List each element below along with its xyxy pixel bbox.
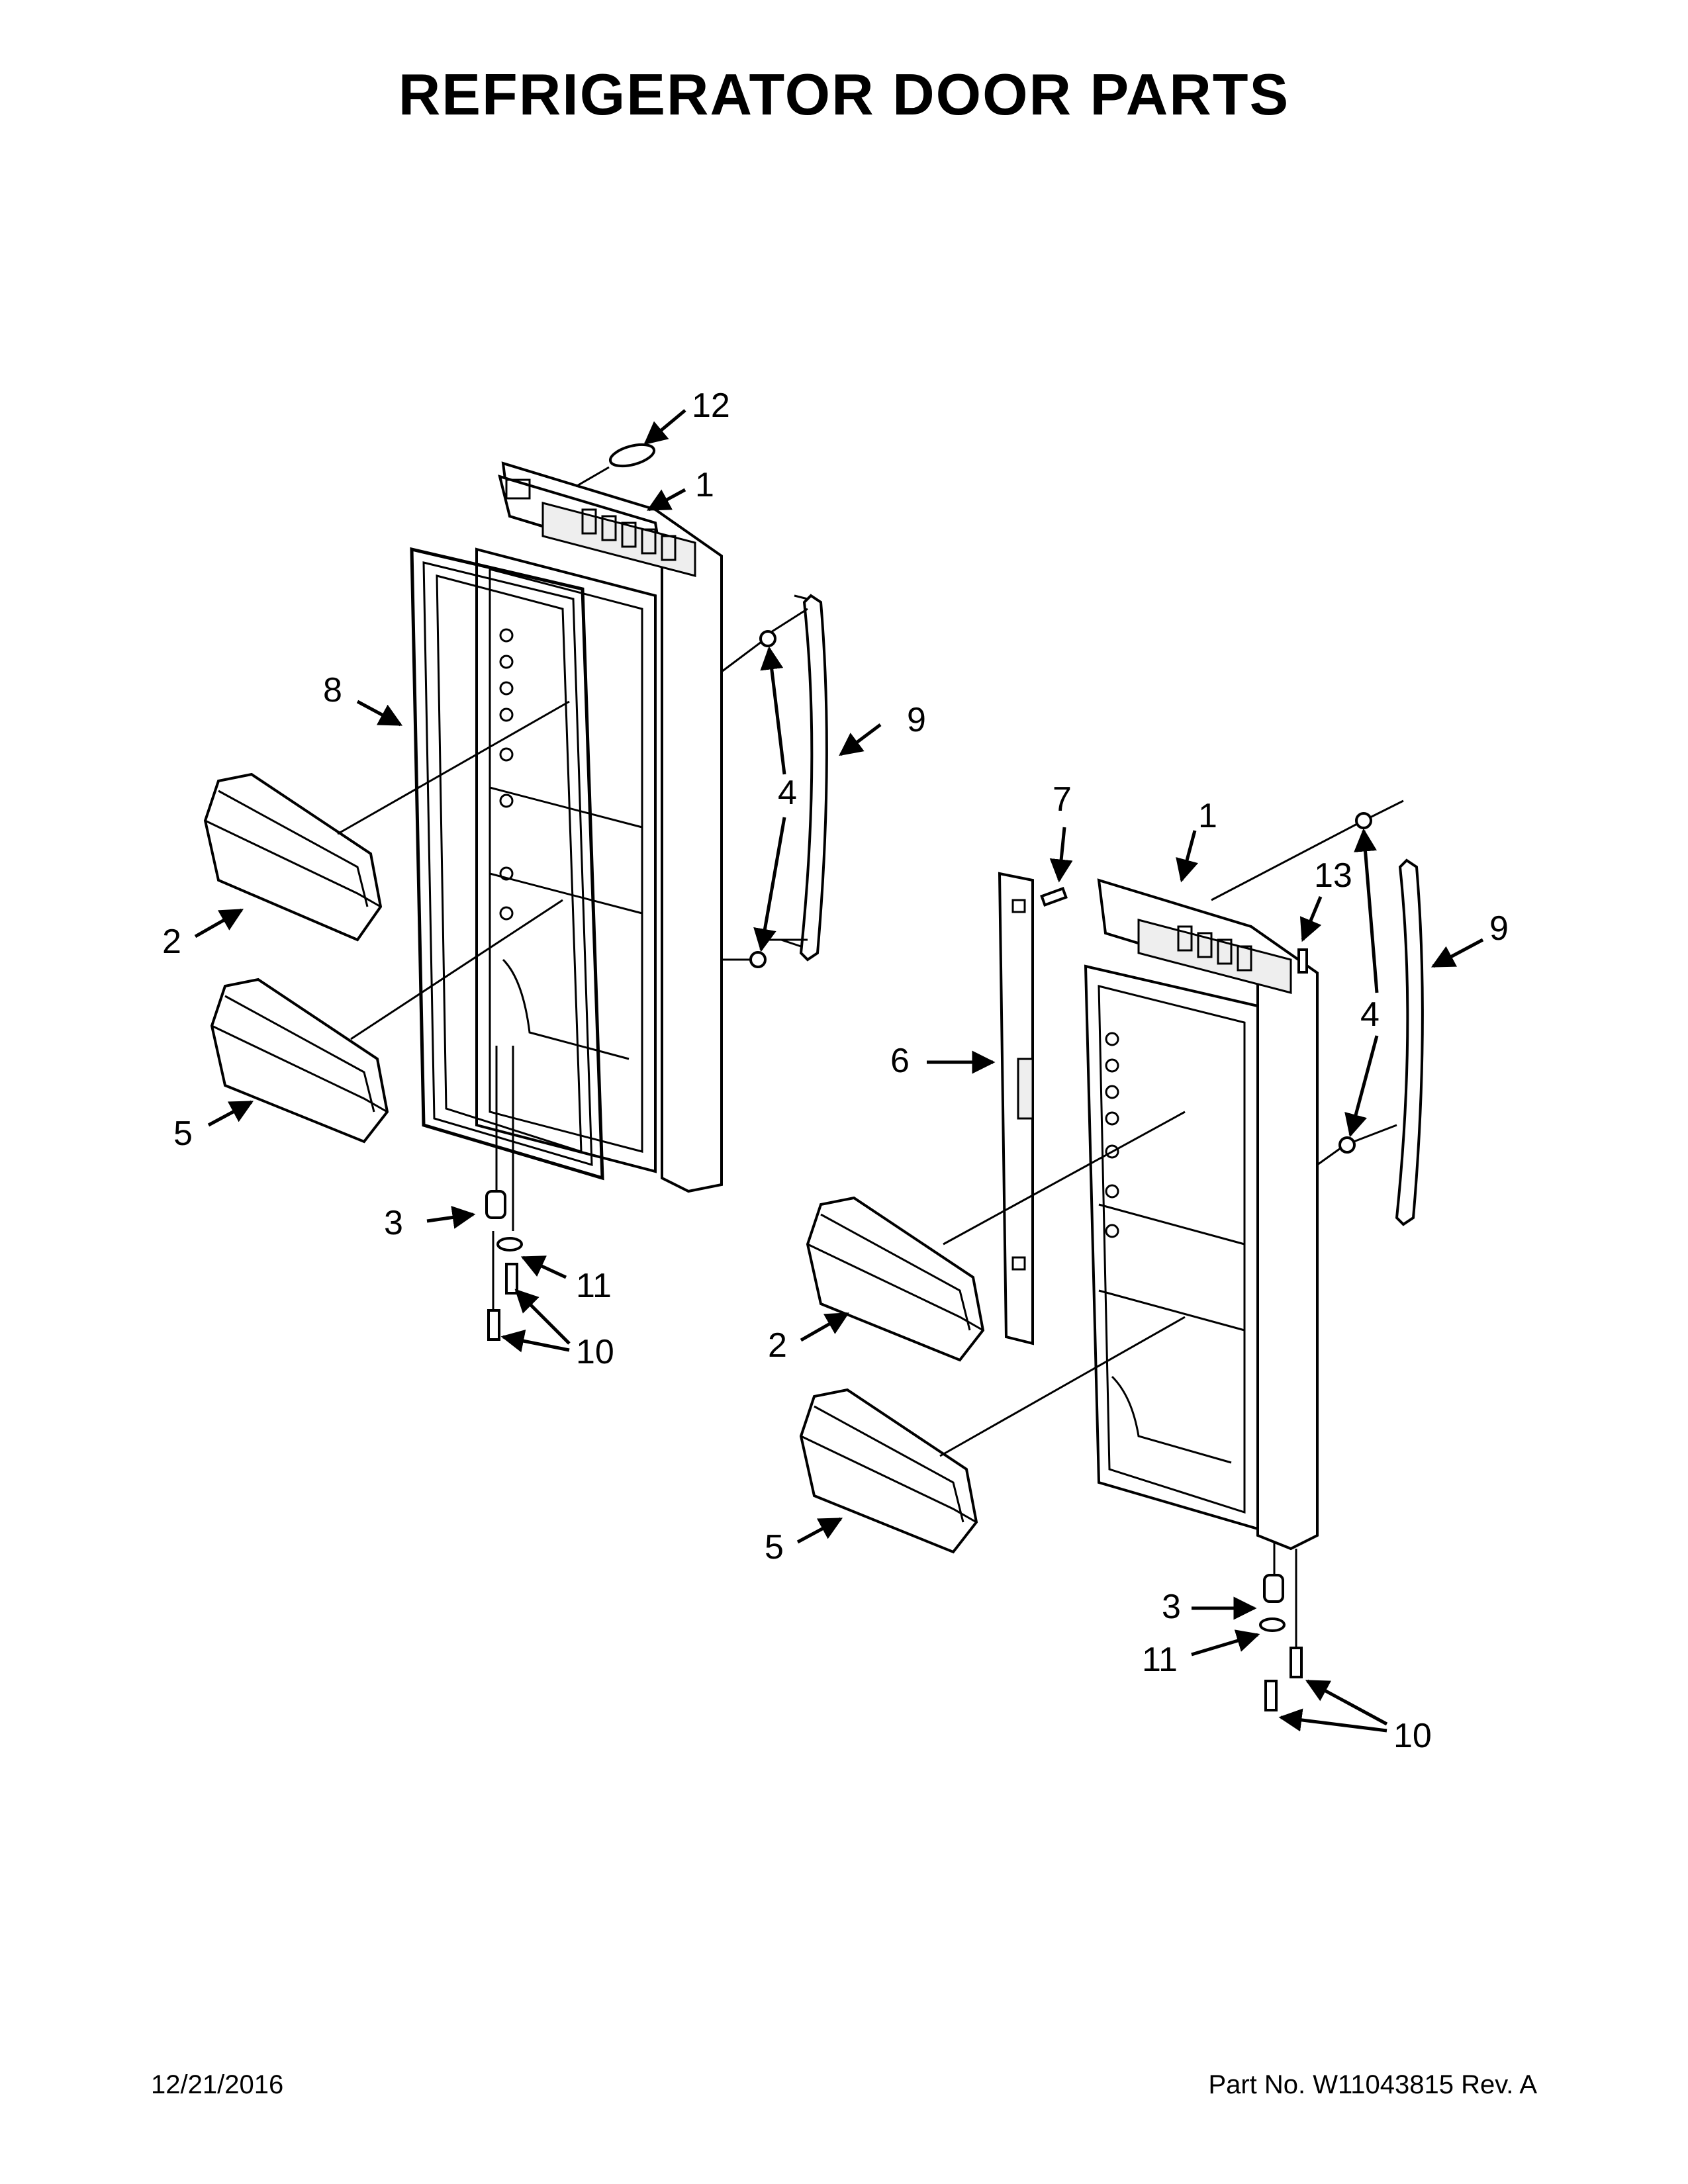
footer-date: 12/21/2016	[151, 2070, 284, 2099]
left-top-hinge	[608, 443, 656, 468]
callout-left-12: 12	[692, 387, 730, 425]
right-handle-post-bottom	[1338, 1136, 1356, 1154]
callout-right-13: 13	[1314, 856, 1352, 895]
callout-right-9: 9	[1489, 909, 1509, 948]
callout-leaders	[194, 409, 1484, 1733]
left-handle-post-bottom	[749, 951, 767, 968]
callout-right-3: 3	[1162, 1588, 1181, 1626]
callout-left-2: 2	[162, 923, 181, 961]
right-door-bin-upper	[806, 1196, 985, 1362]
callout-right-6: 6	[890, 1042, 910, 1080]
right-door-assembly	[799, 799, 1424, 1711]
right-door-shell	[1084, 878, 1319, 1551]
right-door-shelf-holes	[1105, 1032, 1119, 1238]
callout-left-8: 8	[323, 671, 342, 709]
right-door-handle	[1395, 858, 1424, 1226]
left-door-bin-lower	[210, 978, 389, 1144]
left-bottom-screw-1	[505, 1263, 518, 1295]
callout-right-10: 10	[1393, 1717, 1432, 1755]
right-bottom-hinge-bushing	[1263, 1574, 1284, 1603]
callout-right-5: 5	[765, 1528, 784, 1567]
callout-left-1: 1	[695, 466, 714, 504]
callout-right-7: 7	[1053, 780, 1072, 819]
right-hinge-screw	[1297, 948, 1308, 974]
left-door-bin-upper	[203, 772, 383, 942]
right-bottom-screw-1	[1289, 1647, 1303, 1678]
left-bottom-hinge-washer	[496, 1237, 523, 1251]
callout-left-5: 5	[173, 1115, 193, 1153]
page-title: REFRIGERATOR DOOR PARTS	[398, 62, 1290, 127]
callout-labels: 12 1 8 9 4 2 5 3 11 10 7 1 13 9 4 6 2 5 …	[162, 387, 1509, 1755]
right-door-mullion	[998, 872, 1034, 1345]
footer-part-number: Part No. W11043815 Rev. A	[1208, 2070, 1537, 2099]
right-bottom-hinge-washer	[1259, 1617, 1286, 1632]
left-door-handle	[780, 594, 828, 962]
callout-right-4: 4	[1360, 995, 1380, 1034]
callout-right-11: 11	[1142, 1641, 1178, 1679]
right-bottom-screw-2	[1264, 1680, 1278, 1711]
right-handle-post-top	[1355, 812, 1372, 829]
callout-left-11: 11	[576, 1267, 612, 1305]
left-door-shelf-holes	[499, 628, 514, 921]
callout-left-10: 10	[576, 1333, 614, 1371]
left-door-assembly	[203, 443, 828, 1341]
callout-left-9: 9	[907, 701, 926, 739]
callout-right-1: 1	[1198, 797, 1217, 835]
left-bottom-screw-2	[487, 1309, 500, 1341]
callout-left-4: 4	[778, 774, 797, 812]
callout-right-2: 2	[768, 1326, 787, 1365]
left-door-shell	[475, 461, 723, 1193]
right-door-bin-lower	[799, 1388, 978, 1554]
left-bottom-hinge-bushing	[485, 1190, 506, 1219]
right-mullion-screw	[1040, 887, 1068, 907]
callout-left-3: 3	[384, 1204, 403, 1242]
left-handle-post-top	[759, 630, 776, 647]
left-door-gasket	[410, 547, 604, 1181]
